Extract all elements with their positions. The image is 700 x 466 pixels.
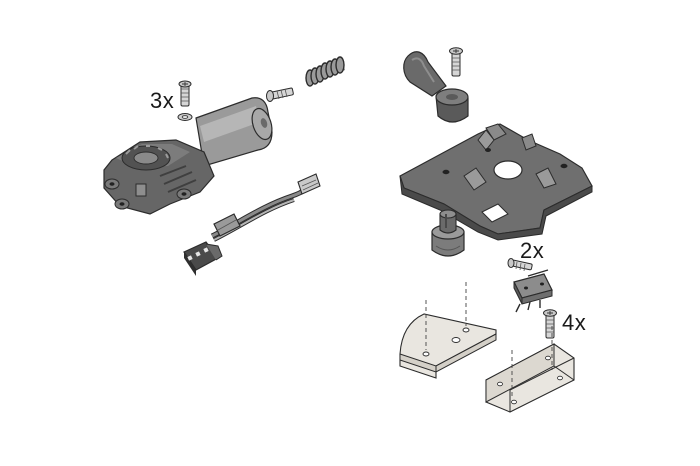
quantity-label-motor-screws: 3x: [150, 88, 175, 113]
washer-icon: [177, 113, 193, 121]
screw-icon: [178, 80, 192, 107]
quantity-label-switch-screws: 2x: [520, 238, 545, 263]
wiring-harness-icon: [183, 173, 321, 276]
angle-bracket-icon: [485, 326, 575, 413]
screw-icon: [507, 258, 533, 272]
screw-icon: [449, 47, 463, 77]
half-round-bracket-icon: [399, 282, 497, 379]
screw-icon: [543, 309, 557, 339]
coil-spring-icon: [305, 56, 345, 87]
micro-switch-icon: [513, 269, 553, 313]
wing-lever-icon: [403, 51, 469, 123]
base-plate-icon: [399, 123, 593, 241]
screw-icon: [266, 87, 294, 102]
gear-motor-icon: [103, 97, 273, 215]
knob-icon: [431, 209, 465, 257]
quantity-label-bracket-screws: 4x: [562, 310, 587, 335]
